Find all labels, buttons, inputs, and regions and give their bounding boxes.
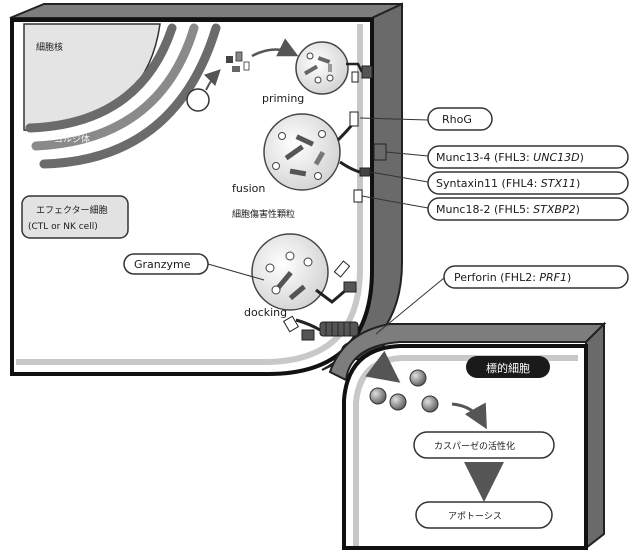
syntaxin11-callout: Syntaxin11 (FHL4: STX11): [369, 171, 629, 195]
rhog-label: RhoG: [442, 113, 472, 126]
arrow-to-caspase: [451, 402, 487, 430]
priming-complex: [346, 62, 373, 83]
syntaxin11-gene: STX11: [541, 177, 576, 190]
syntaxin11-text: Syntaxin11 (FHL4: STX11): [436, 177, 580, 190]
nucleus-label: 細胞核: [36, 41, 63, 53]
effector-label-line1: エフェクター細胞: [36, 204, 108, 216]
apoptosis-box: アポトーシス: [415, 501, 553, 529]
small-vesicle: [186, 88, 210, 112]
munc13-gene: UNC13D: [533, 151, 579, 164]
granule-label: 細胞傷害性顆粒: [232, 208, 295, 220]
syntaxin11-close: ): [576, 177, 580, 190]
fusion-complex: [336, 111, 387, 203]
munc18-close: ): [576, 203, 580, 216]
munc18-protein: [353, 189, 363, 203]
munc13-close: ): [580, 151, 584, 164]
perforin-prefix: Perforin (FHL2:: [454, 271, 539, 284]
effector-label-box: エフェクター細胞 (CTL or NK cell): [21, 195, 129, 239]
priming-granule: [295, 41, 349, 95]
perforin-close: ): [567, 271, 571, 284]
rhog-protein: [349, 111, 359, 127]
target-title-badge: 標的細胞: [466, 356, 550, 378]
protein-cluster: [226, 51, 250, 72]
granzyme-callout: Granzyme: [123, 253, 265, 281]
rhog-callout: RhoG: [359, 107, 493, 131]
perforin-gene: PRF1: [539, 271, 567, 284]
granzyme-ball: [369, 387, 387, 405]
docking-granule: [251, 233, 329, 311]
granzyme-label: Granzyme: [134, 258, 191, 271]
effector-label-line2: (CTL or NK cell): [28, 222, 98, 232]
granzyme-ball: [409, 369, 427, 387]
apoptosis-label: アポトーシス: [448, 511, 502, 522]
target-title: 標的細胞: [486, 361, 530, 375]
munc18-text: Munc18-2 (FHL5: STXBP2): [436, 203, 580, 216]
syntaxin11-prefix: Syntaxin11 (FHL4:: [436, 177, 541, 190]
docking-complex: [282, 260, 359, 341]
entry-arrow: [365, 350, 401, 383]
munc13-text: Munc13-4 (FHL3: UNC13D): [436, 151, 584, 164]
priming-stage: priming: [186, 38, 373, 112]
fusion-granule: [263, 113, 341, 191]
munc18-gene: STXBP2: [533, 203, 575, 216]
munc13-protein: [373, 143, 387, 161]
caspase-label: カスパーゼの活性化: [434, 440, 515, 452]
munc18-prefix: Munc18-2 (FHL5:: [436, 203, 533, 216]
syntaxin11-protein: [359, 167, 371, 177]
effector-cell-top-face: [9, 3, 403, 19]
granzyme-ball: [421, 395, 439, 413]
fusion-label: fusion: [232, 182, 265, 195]
effector-cell-membrane: [16, 24, 363, 365]
arrow-vesicle-to-cluster: [203, 69, 221, 91]
golgi-label: ゴルジ体: [54, 133, 90, 145]
target-cell-right-face: [585, 321, 605, 551]
granzyme-ball: [389, 393, 407, 411]
golgi-apparatus: ゴルジ体: [25, 23, 221, 169]
perforin-callout: Perforin (FHL2: PRF1): [375, 265, 629, 335]
perforin-pore: [319, 321, 359, 337]
munc18-callout: Munc18-2 (FHL5: STXBP2): [361, 195, 629, 221]
arrow-cluster-to-granule: [251, 38, 299, 58]
munc13-prefix: Munc13-4 (FHL3:: [436, 151, 533, 164]
perforin-text: Perforin (FHL2: PRF1): [454, 271, 571, 284]
munc13-callout: Munc13-4 (FHL3: UNC13D): [385, 145, 629, 169]
docking-label: docking: [244, 306, 287, 319]
caspase-box: カスパーゼの活性化: [413, 431, 555, 459]
priming-label: priming: [262, 92, 304, 105]
